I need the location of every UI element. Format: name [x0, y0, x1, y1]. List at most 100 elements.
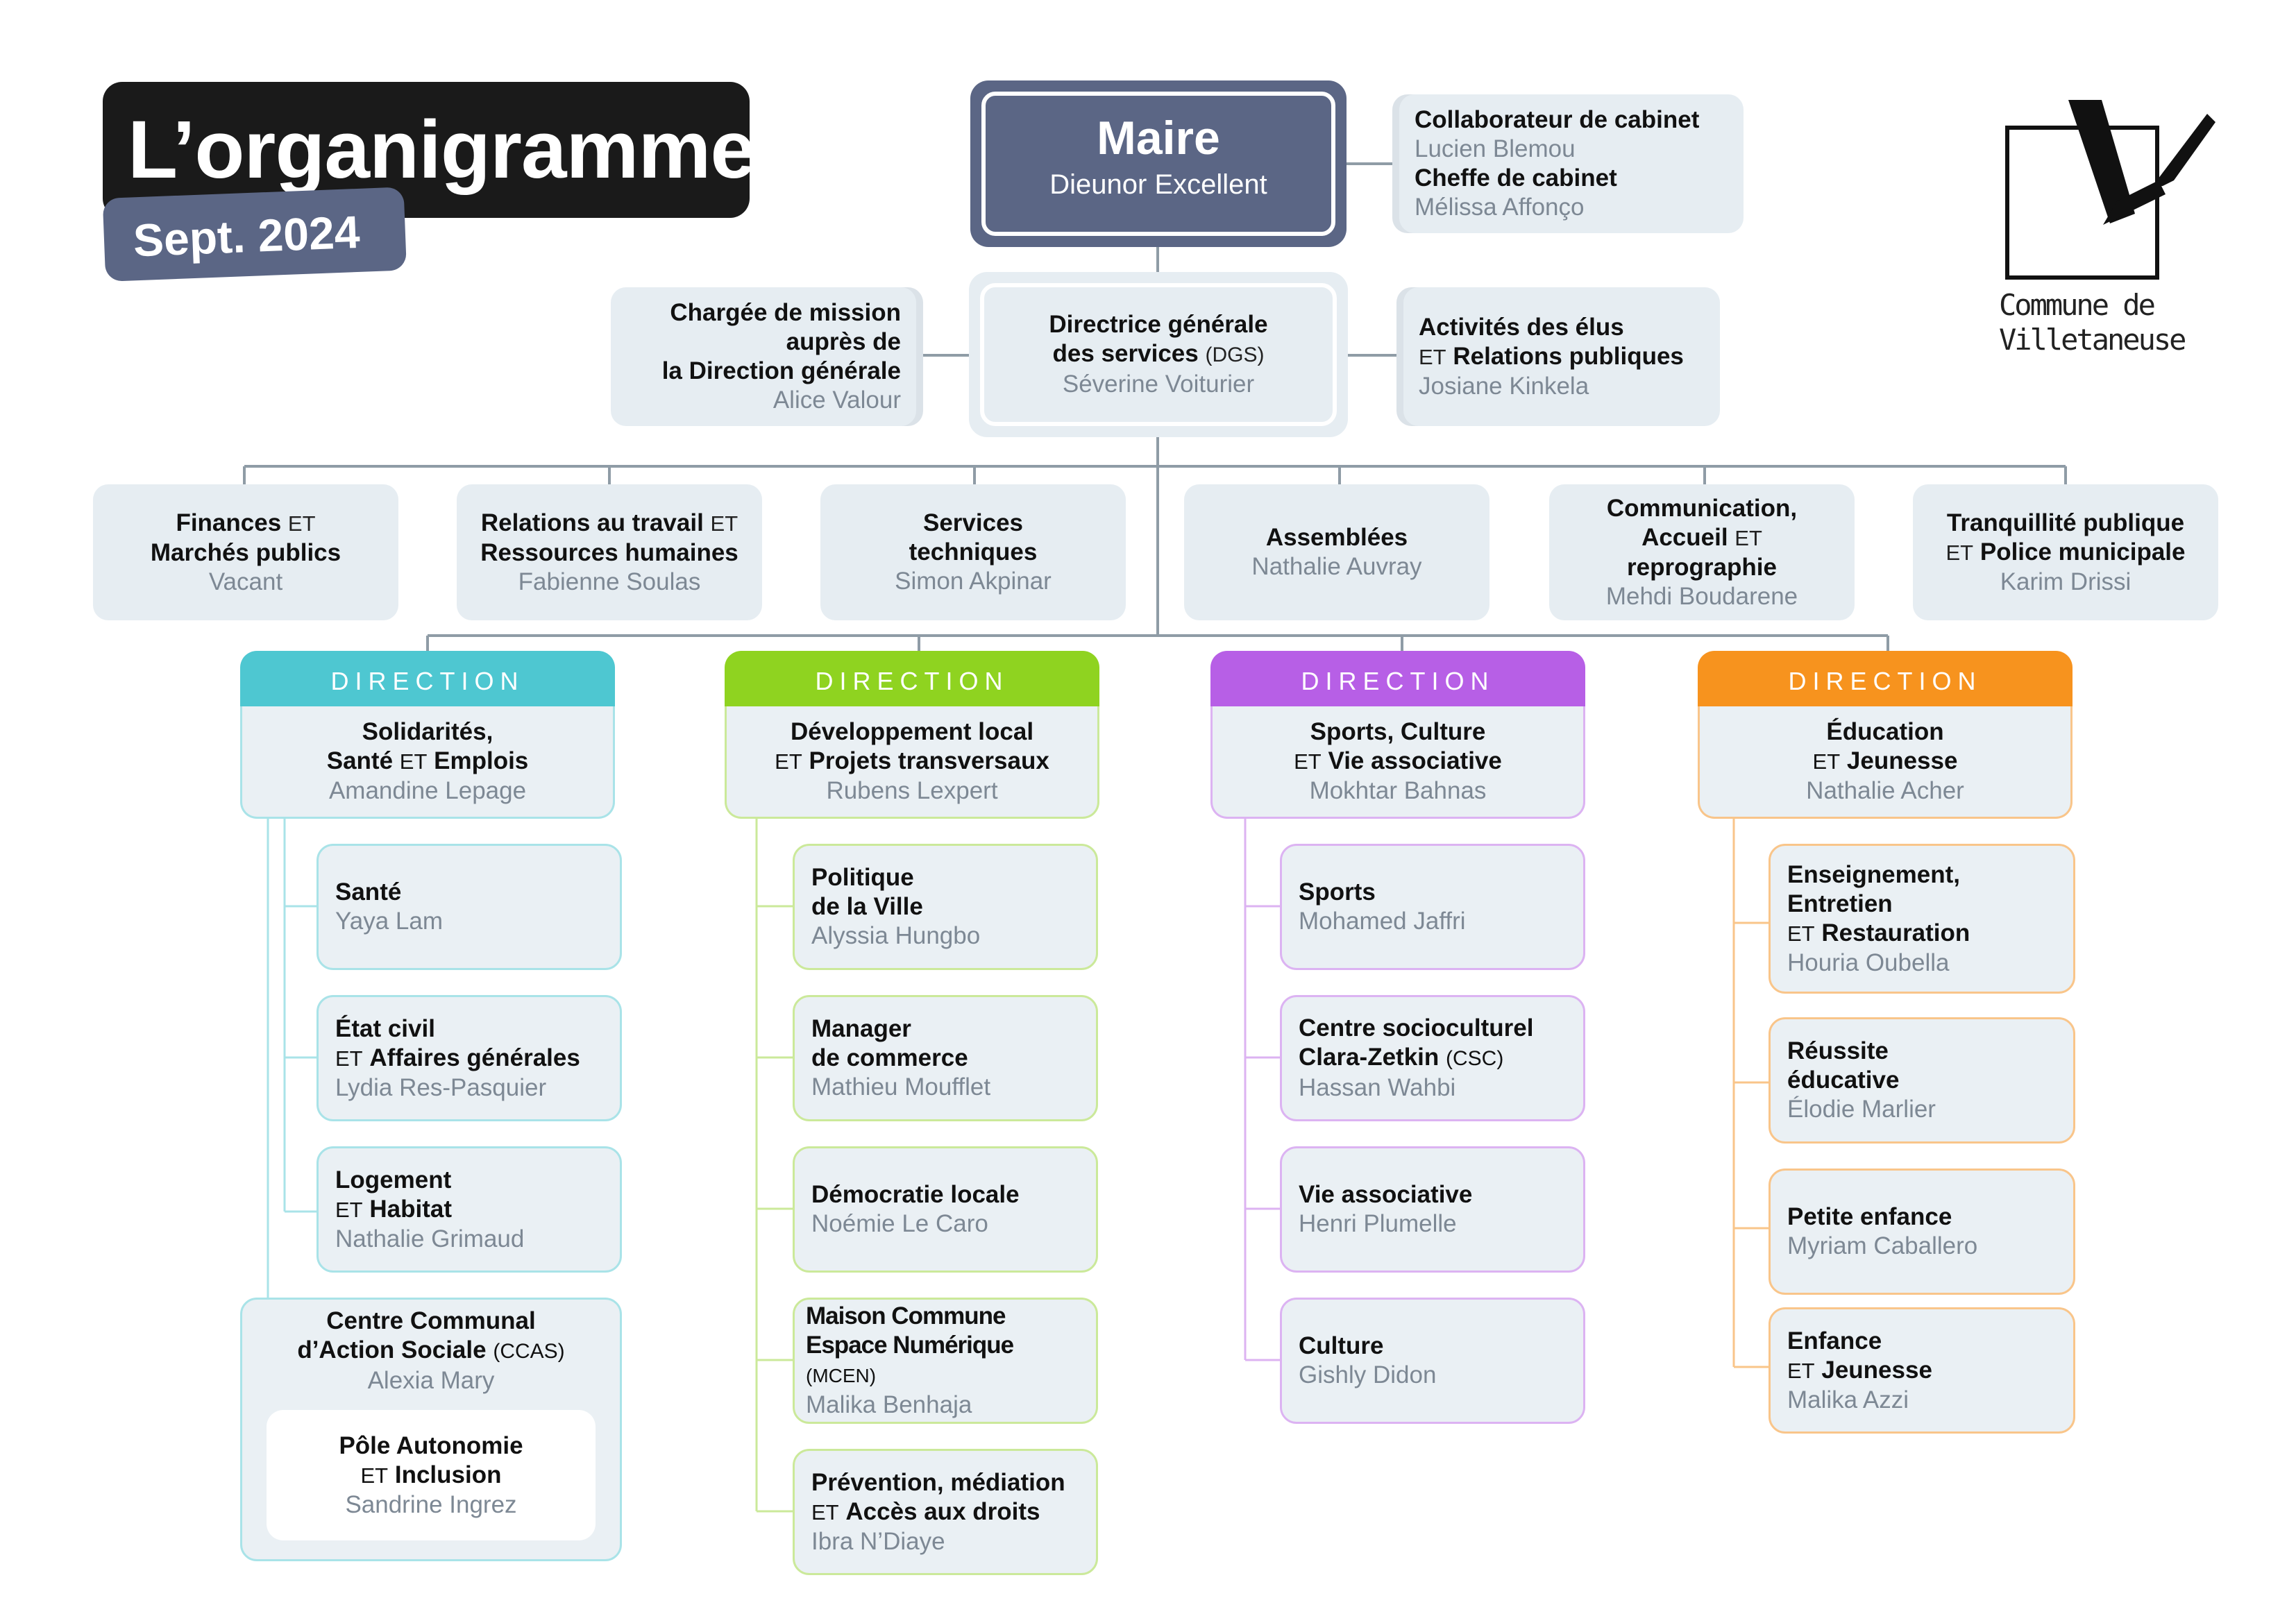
direction-sports-et: ET [1294, 749, 1322, 774]
unit-ccas-l1: Centre Communal [326, 1307, 536, 1334]
unit-culture-name: Gishly Didon [1299, 1361, 1437, 1388]
direction-sports-line2: Vie associative [1328, 747, 1502, 774]
unit-etat-civil-l1: État civil [335, 1014, 435, 1042]
unit-ccas-abbr: (CCAS) [493, 1340, 565, 1363]
service-finances-et: ET [287, 511, 316, 536]
unit-pole-name: Sandrine Ingrez [345, 1490, 517, 1518]
logo-line1: Commune de [1999, 288, 2156, 322]
unit-reussite-educative-l2: éducative [1787, 1067, 1900, 1094]
unit-vie-associative-l1: Vie associative [1299, 1181, 1473, 1208]
direction-sports-line1: Sports, Culture [1310, 718, 1486, 745]
service-techniques: Services techniques Simon Akpinar [820, 484, 1126, 620]
service-assemblees-a: Assemblées [1265, 524, 1408, 551]
direction-developpement-name: Rubens Lexpert [826, 777, 998, 804]
unit-democratie-locale-l1: Démocratie locale [811, 1181, 1020, 1208]
service-communication-b1: Accueil [1641, 523, 1728, 551]
service-tranquillite-a: Tranquillité publique [1946, 509, 2185, 536]
unit-enfance-jeunesse-l2: Jeunesse [1821, 1356, 1932, 1384]
mission-box: Chargée de mission auprès de la Directio… [611, 287, 916, 426]
mission-line2: auprès de [786, 328, 901, 355]
mission-line1: Chargée de mission [670, 299, 901, 326]
dgs-name: Séverine Voiturier [1062, 371, 1255, 398]
service-rh-et: ET [710, 511, 738, 536]
service-finances: Finances ET Marchés publics Vacant [93, 484, 398, 620]
unit-reussite-educative: Réussite éducative Élodie Marlier [1769, 1017, 2075, 1144]
unit-vie-associative-name: Henri Plumelle [1299, 1210, 1457, 1237]
cabinet-name1: Lucien Blemou [1415, 135, 1576, 162]
service-communication-et: ET [1734, 525, 1762, 550]
service-rh: Relations au travail ET Ressources humai… [457, 484, 762, 620]
direction-education-line2: Jeunesse [1846, 747, 1958, 774]
service-assemblees: Assemblées Nathalie Auvray [1184, 484, 1489, 620]
commune-logo: Commune de Villetaneuse [1999, 97, 2221, 361]
mission-name: Alice Valour [773, 386, 901, 414]
service-finances-a: Finances [176, 509, 282, 536]
direction-sports-header: DIRECTION [1210, 651, 1585, 706]
unit-logement-l2: Habitat [369, 1195, 452, 1223]
dgs-abbr: (DGS) [1205, 343, 1265, 366]
unit-csc-abbr: (CSC) [1446, 1047, 1504, 1070]
unit-ccas-l2: d’Action Sociale [297, 1336, 487, 1363]
service-finances-b: Marchés publics [150, 538, 341, 566]
unit-prevention-l2: Accès aux droits [845, 1497, 1040, 1525]
direction-solidarite-et: ET [399, 749, 428, 774]
unit-mcen: Maison Commune Espace Numérique (MCEN) M… [793, 1298, 1098, 1424]
unit-manager-commerce: Manager de commerce Mathieu Moufflet [793, 995, 1098, 1121]
elus-box: Activités des élus ET Relations publique… [1403, 287, 1720, 426]
cabinet-box: Collaborateur de cabinet Lucien Blemou C… [1399, 94, 1744, 233]
elus-line1: Activités des élus [1419, 313, 1624, 341]
cabinet-role1: Collaborateur de cabinet [1415, 106, 1700, 133]
unit-enseignement-l1: Enseignement, [1787, 860, 1960, 888]
unit-democratie-locale: Démocratie locale Noémie Le Caro [793, 1146, 1098, 1273]
unit-politique-ville-l1: Politique [811, 864, 914, 891]
direction-developpement-et: ET [775, 749, 802, 774]
unit-politique-ville: Politique de la Ville Alyssia Hungbo [793, 844, 1098, 970]
unit-sports-name: Mohamed Jaffri [1299, 908, 1466, 935]
unit-enfance-jeunesse-et: ET [1787, 1358, 1815, 1383]
unit-csc-l2: Clara-Zetkin [1299, 1044, 1440, 1071]
commune-logo-mark [2005, 100, 2215, 280]
cabinet-role2: Cheffe de cabinet [1415, 164, 1617, 192]
unit-democratie-locale-name: Noémie Le Caro [811, 1210, 988, 1237]
direction-sports-name: Mokhtar Bahnas [1309, 777, 1487, 804]
unit-logement-name: Nathalie Grimaud [335, 1225, 525, 1252]
direction-education: Éducation ET Jeunesse Nathalie Acher [1698, 706, 2073, 819]
service-communication: Communication, Accueil ET reprographie M… [1549, 484, 1855, 620]
service-tranquillite-b: Police municipale [1980, 538, 2186, 566]
unit-culture: Culture Gishly Didon [1280, 1298, 1585, 1424]
service-techniques-b: techniques [909, 538, 1038, 566]
unit-etat-civil-et: ET [335, 1046, 363, 1071]
unit-enfance-jeunesse-name: Malika Azzi [1787, 1386, 1909, 1413]
unit-reussite-educative-l1: Réussite [1787, 1037, 1889, 1064]
unit-enfance-jeunesse-l1: Enfance [1787, 1327, 1882, 1354]
unit-csc-l1: Centre socioculturel [1299, 1014, 1534, 1042]
direction-solidarite-header: DIRECTION [240, 651, 615, 706]
dgs-line2: des services [1052, 340, 1199, 367]
unit-prevention-et: ET [811, 1499, 839, 1524]
service-rh-b: Ressources humaines [480, 538, 738, 566]
direction-education-et: ET [1812, 749, 1841, 774]
unit-mcen-l1: Maison Commune [806, 1302, 1006, 1329]
unit-enseignement-name: Houria Oubella [1787, 949, 1950, 976]
direction-developpement-header: DIRECTION [725, 651, 1099, 706]
unit-politique-ville-l2: de la Ville [811, 893, 923, 920]
direction-solidarite-line2a: Santé [326, 747, 394, 774]
unit-petite-enfance-l1: Petite enfance [1787, 1203, 1952, 1230]
unit-sports-l1: Sports [1299, 878, 1376, 906]
elus-et: ET [1419, 344, 1446, 369]
direction-education-header: DIRECTION [1698, 651, 2073, 706]
direction-solidarite-line1: Solidarités, [362, 718, 493, 745]
direction-education-line1: Éducation [1826, 718, 1944, 745]
unit-enfance-jeunesse: Enfance ET Jeunesse Malika Azzi [1769, 1307, 2075, 1434]
unit-prevention: Prévention, médiation ET Accès aux droit… [793, 1449, 1098, 1575]
unit-logement-et: ET [335, 1197, 363, 1222]
unit-politique-ville-name: Alyssia Hungbo [811, 922, 981, 949]
unit-enseignement-l2: Entretien [1787, 890, 1893, 917]
unit-sante: Santé Yaya Lam [316, 844, 622, 970]
unit-etat-civil: État civil ET Affaires générales Lydia R… [316, 995, 622, 1121]
mayor-name: Dieunor Excellent [1049, 169, 1267, 200]
unit-culture-l1: Culture [1299, 1332, 1384, 1359]
unit-manager-commerce-l1: Manager [811, 1015, 911, 1042]
unit-manager-commerce-l2: de commerce [811, 1044, 968, 1071]
